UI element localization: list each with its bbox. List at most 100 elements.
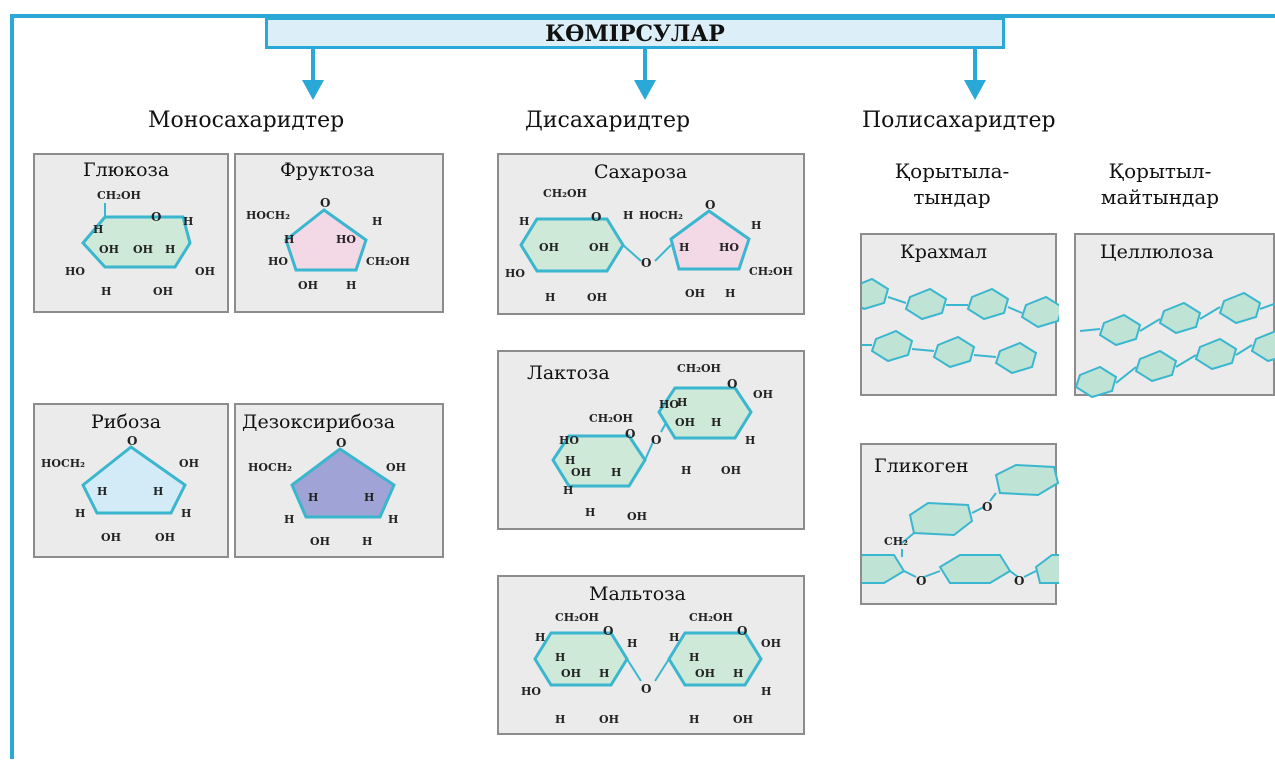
cellulose-label: Целлюлоза: [1100, 241, 1214, 263]
arrow-mono: [302, 48, 324, 100]
glucose-card: Глюкоза CH₂OH O H H OH OH H HO OH H OH: [33, 153, 229, 313]
subgroup-indigestible-line1: Қорытыл-: [1108, 159, 1212, 183]
atom-label-oh: OH: [571, 466, 591, 479]
atom-label-h: H: [681, 464, 691, 477]
atom-label-h: H: [181, 507, 191, 520]
atom-label-ho: HO: [719, 241, 739, 254]
arrow-di: [634, 48, 656, 100]
atom-label-h: H: [623, 209, 633, 222]
atom-label-h: H: [284, 513, 294, 526]
atom-label-h: H: [563, 484, 573, 497]
atom-label-h: H: [183, 215, 193, 228]
atom-label-h: H: [585, 506, 595, 519]
atom-label-h: H: [101, 285, 111, 298]
atom-label-oh: OH: [761, 637, 781, 650]
atom-label-h: H: [611, 466, 621, 479]
atom-label-ho: HO: [268, 255, 288, 268]
atom-label-o: O: [127, 434, 137, 448]
atom-label-oh: OH: [589, 241, 609, 254]
subgroup-indigestible: Қорытыл- майтындар: [1075, 158, 1245, 210]
frame-left-border: [10, 14, 14, 759]
glycogen-card: Гликоген O CH₂ O O: [860, 443, 1059, 605]
atom-label-h: H: [565, 454, 575, 467]
atom-label-h: H: [599, 667, 609, 680]
atom-label-h: H: [711, 416, 721, 429]
atom-label-oh: OH: [386, 461, 406, 474]
atom-label-h: H: [153, 485, 163, 498]
category-disaccharides: Дисахаридтер: [525, 108, 691, 133]
subgroup-digestible-line2: тындар: [913, 185, 991, 209]
sucrose-label: Сахароза: [594, 161, 688, 183]
atom-label-oh: OH: [101, 531, 121, 544]
fructose-card: Фруктоза O HOCH₂ H H HO HO CH₂OH OH H: [234, 153, 444, 313]
page-title: КӨМІРСУЛАР: [545, 21, 725, 47]
atom-label-oh: OH: [155, 531, 175, 544]
atom-label-ho: HO: [521, 685, 541, 698]
atom-label-hoch2: HOCH₂: [41, 457, 85, 470]
fructose-structure: O HOCH₂ H H HO HO CH₂OH OH H: [246, 196, 410, 292]
atom-label-h: H: [93, 223, 103, 236]
atom-label-oh: OH: [298, 279, 318, 292]
atom-label-h: H: [669, 631, 679, 644]
atom-label-h: H: [679, 241, 689, 254]
atom-label-ch2oh: CH₂OH: [366, 255, 410, 268]
sucrose-card: Сахароза CH₂OH O H OH OH HO H OH O H HOC…: [497, 153, 805, 315]
glycogen-structure: O CH₂ O O: [862, 463, 1059, 588]
category-arrows: [302, 48, 986, 100]
starch-label: Крахмал: [900, 241, 988, 263]
atom-label-ch2oh: CH₂OH: [677, 362, 721, 375]
atom-label-h: H: [284, 233, 294, 246]
subgroup-indigestible-line2: майтындар: [1100, 185, 1220, 209]
atom-label-o: O: [705, 198, 715, 212]
glucose-label: Глюкоза: [83, 159, 170, 181]
atom-label-o: O: [641, 256, 651, 270]
atom-label-oh: OH: [99, 243, 119, 256]
maltose-label: Мальтоза: [589, 583, 686, 605]
atom-label-h: H: [362, 535, 372, 548]
atom-label-h: H: [535, 631, 545, 644]
atom-label-h: H: [372, 215, 382, 228]
atom-label-oh: OH: [675, 416, 695, 429]
atom-label-oh: OH: [179, 457, 199, 470]
subgroup-digestible-line1: Қорытыла-: [894, 159, 1010, 183]
ribose-structure: O HOCH₂ OH H H H H OH OH: [41, 434, 199, 544]
atom-label-oh: OH: [753, 388, 773, 401]
sucrose-structure: CH₂OH O H OH OH HO H OH O H HOCH₂ O H HO…: [505, 187, 793, 304]
atom-label-h: H: [689, 713, 699, 726]
atom-label-hoch2: HOCH₂: [639, 209, 683, 222]
atom-label-h: H: [725, 287, 735, 300]
atom-label-h: H: [555, 651, 565, 664]
atom-label-o: O: [603, 624, 613, 638]
atom-label-o: O: [982, 500, 992, 514]
ribose-label: Рибоза: [91, 411, 162, 433]
atom-label-h: H: [346, 279, 356, 292]
atom-label-oh: OH: [539, 241, 559, 254]
atom-label-o: O: [336, 436, 346, 450]
atom-label-h: H: [689, 651, 699, 664]
atom-label-h: H: [165, 243, 175, 256]
atom-label-ho: HO: [65, 265, 85, 278]
atom-label-ch2oh: CH₂OH: [555, 611, 599, 624]
lactose-structure: CH₂OH O OH HO H OH H H H OH O CH₂OH O HO…: [551, 362, 773, 523]
category-polysaccharides: Полисахаридтер: [862, 108, 1056, 133]
title-box: КӨМІРСУЛАР: [265, 17, 1005, 49]
atom-label-o: O: [591, 210, 601, 224]
atom-label-o: O: [727, 377, 737, 391]
subgroup-digestible: Қорытыла- тындар: [862, 158, 1042, 210]
atom-label-h: H: [677, 396, 687, 409]
atom-label-h: H: [745, 434, 755, 447]
maltose-card: Мальтоза CH₂OH O H H OH H H HO H OH O CH…: [497, 575, 805, 735]
arrow-poly: [964, 48, 986, 100]
glucose-structure: CH₂OH O H H OH OH H HO OH H OH: [65, 189, 215, 298]
atom-label-oh: OH: [587, 291, 607, 304]
lactose-card: Лактоза CH₂OH O OH HO H OH H H H OH O CH…: [497, 350, 805, 530]
atom-label-o: O: [320, 196, 330, 210]
atom-label-hoch2: HOCH₂: [248, 461, 292, 474]
atom-label-ch2oh: CH₂OH: [689, 611, 733, 624]
atom-label-ho: HO: [559, 434, 579, 447]
atom-label-oh: OH: [310, 535, 330, 548]
maltose-structure: CH₂OH O H H OH H H HO H OH O CH₂OH O H O…: [521, 611, 781, 726]
frame-top-border: [10, 14, 1275, 18]
deoxyribose-structure: O HOCH₂ OH H H H H OH H: [248, 436, 406, 548]
atom-label-ch2oh: CH₂OH: [749, 265, 793, 278]
